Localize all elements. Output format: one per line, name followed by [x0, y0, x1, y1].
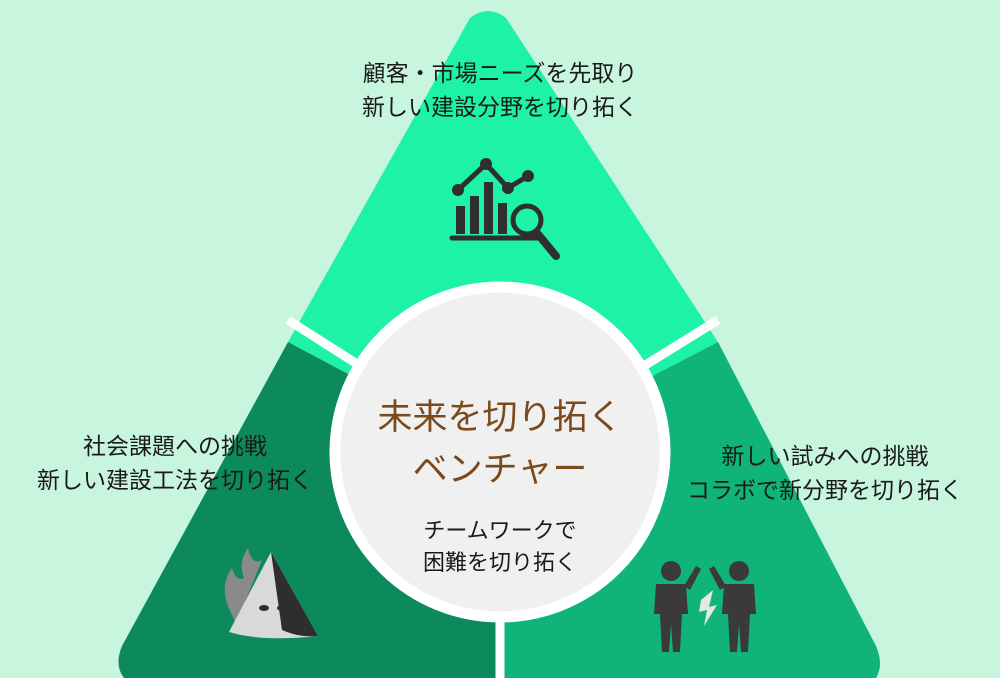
center-sub-line2: 困難を切り拓く [422, 551, 577, 576]
left-label-line2: 新しい建設工法を切り拓く [37, 468, 313, 494]
center-sub-line1: チームワークで [423, 519, 577, 544]
top-segment-label: 顧客・市場ニーズを先取り 新しい建設分野を切り拓く [300, 57, 700, 125]
center-subtitle: チームワークで 困難を切り拓く [380, 516, 620, 580]
chart-magnifier-icon [449, 158, 560, 260]
burning-cone-icon [224, 548, 318, 639]
top-label-line1: 顧客・市場ニーズを先取り [362, 61, 638, 87]
center-title: 未来を切り拓く ベンチャー [330, 392, 670, 496]
center-title-line2: ベンチャー [412, 450, 588, 490]
right-label-line2: コラボで新分野を切り拓く [687, 478, 963, 504]
top-label-line2: 新しい建設分野を切り拓く [362, 95, 638, 121]
right-segment-label: 新しい試みへの挑戦 コラボで新分野を切り拓く [650, 440, 1000, 508]
center-title-line1: 未来を切り拓く [377, 398, 623, 438]
team-collaboration-icon [654, 561, 756, 652]
left-label-line1: 社会課題への挑戦 [83, 434, 267, 460]
right-label-line1: 新しい試みへの挑戦 [721, 444, 929, 470]
left-segment-label: 社会課題への挑戦 新しい建設工法を切り拓く [0, 430, 350, 498]
center-circle [329, 281, 671, 623]
